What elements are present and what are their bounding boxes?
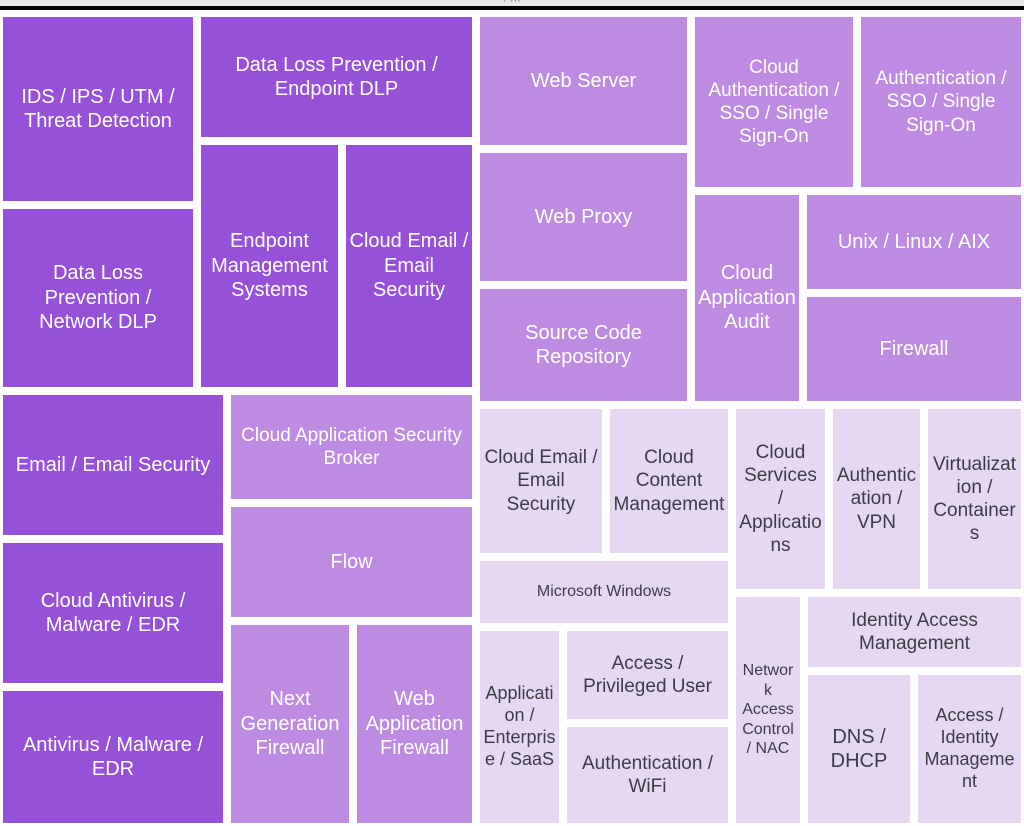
treemap-tile-data-loss-prevention-endpoint-dlp[interactable]: Data Loss Prevention / Endpoint DLP	[198, 14, 475, 140]
treemap-tile-label: Microsoft Windows	[536, 583, 672, 601]
treemap-tile-flow[interactable]: Flow	[228, 504, 475, 620]
treemap-tile-access-privileged-user[interactable]: Access / Privileged User	[564, 628, 731, 722]
treemap-tile-authentication-vpn[interactable]: Authentication / VPN	[830, 406, 923, 592]
treemap-tile-label: Cloud Content Management	[613, 447, 725, 515]
treemap-tile-web-server[interactable]: Web Server	[477, 14, 690, 148]
treemap-tile-email-email-security[interactable]: Email / Email Security	[0, 392, 226, 538]
treemap-tile-cloud-application-security-broker[interactable]: Cloud Application Security Broker	[228, 392, 475, 502]
treemap-tile-network-access-control-nac[interactable]: Network Access Control / NAC	[733, 594, 803, 826]
treemap-tile-label: Email / Email Security	[15, 453, 211, 476]
treemap-tile-label: Cloud Application Security Broker	[241, 424, 462, 469]
treemap-tile-identity-access-management[interactable]: Identity Access Management	[805, 594, 1024, 670]
treemap-tile-label: Cloud Email / Email Security	[349, 230, 469, 302]
treemap-tile-endpoint-management-systems[interactable]: Endpoint Management Systems	[198, 142, 341, 390]
treemap-tile-cloud-antivirus-malware-edr[interactable]: Cloud Antivirus / Malware / EDR	[0, 540, 226, 686]
treemap-tile-next-generation-firewall[interactable]: Next Generation Firewall	[228, 622, 352, 826]
treemap-tile-ids-ips-utm-threat-detection[interactable]: IDS / IPS / UTM / Threat Detection	[0, 14, 196, 204]
treemap-tile-microsoft-windows[interactable]: Microsoft Windows	[477, 558, 731, 626]
treemap-tile-cloud-services-applications[interactable]: Cloud Services / Applications	[733, 406, 828, 592]
treemap-tile-label: Network Access Control / NAC	[742, 662, 794, 758]
treemap-tile-label: Web Application Firewall	[365, 688, 464, 760]
treemap-tile-cloud-content-management[interactable]: Cloud Content Management	[607, 406, 731, 556]
treemap-tile-label: Web Proxy	[534, 205, 633, 228]
treemap-tile-firewall[interactable]: Firewall	[804, 294, 1024, 404]
treemap-tile-label: Identity Access Management	[851, 609, 978, 654]
treemap-tile-label: DNS / DHCP	[830, 725, 888, 772]
treemap-tile-label: Cloud Antivirus / Malware / EDR	[40, 589, 186, 636]
treemap-tile-label: Flow	[330, 550, 373, 573]
treemap-tile-cloud-application-audit[interactable]: Cloud Application Audit	[692, 192, 802, 404]
treemap-tile-web-proxy[interactable]: Web Proxy	[477, 150, 690, 284]
treemap-tile-label: Access / Identity Management	[924, 705, 1015, 791]
treemap-tile-web-application-firewall[interactable]: Web Application Firewall	[354, 622, 475, 826]
treemap-tile-authentication-wifi[interactable]: Authentication / WiFi	[564, 724, 731, 826]
treemap-tile-antivirus-malware-edr[interactable]: Antivirus / Malware / EDR	[0, 688, 226, 826]
treemap-tile-label: Web Server	[530, 69, 637, 92]
treemap-tile-virtualization-containers[interactable]: Virtualization / Containers	[925, 406, 1024, 592]
treemap-tile-label: Authentication / SSO / Single Sign-On	[875, 68, 1007, 136]
treemap-tile-label: Authentication / VPN	[836, 465, 917, 533]
window-chrome-strip: · ···	[0, 0, 1024, 10]
treemap-tile-label: Firewall	[879, 337, 949, 360]
treemap-tile-dns-dhcp[interactable]: DNS / DHCP	[805, 672, 913, 826]
treemap-tile-label: Authentication / WiFi	[582, 752, 713, 797]
treemap-tile-label: Next Generation Firewall	[240, 688, 340, 760]
treemap-tile-unix-linux-aix[interactable]: Unix / Linux / AIX	[804, 192, 1024, 292]
treemap-tile-label: Data Loss Prevention / Network DLP	[39, 262, 157, 334]
treemap-tile-label: Unix / Linux / AIX	[837, 230, 991, 253]
treemap-tile-source-code-repository[interactable]: Source Code Repository	[477, 286, 690, 404]
treemap-tile-label: Antivirus / Malware / EDR	[22, 733, 204, 780]
treemap-tile-label: Cloud Email / Email Security	[484, 447, 598, 515]
treemap-tile-authentication-sso-single-sign-on[interactable]: Authentication / SSO / Single Sign-On	[858, 14, 1024, 190]
treemap-tile-cloud-authentication-sso-single-sign-on[interactable]: Cloud Authentication / SSO / Single Sign…	[692, 14, 856, 190]
treemap-tile-label: Application / Enterprise / SaaS	[483, 683, 556, 769]
treemap-tile-label: IDS / IPS / UTM / Threat Detection	[21, 85, 175, 132]
treemap-tile-application-enterprise-saas[interactable]: Application / Enterprise / SaaS	[477, 628, 562, 826]
treemap-tile-label: Endpoint Management Systems	[211, 230, 328, 302]
treemap-tile-access-identity-management[interactable]: Access / Identity Management	[915, 672, 1024, 826]
treemap-tile-label: Access / Privileged User	[583, 652, 712, 697]
treemap-tile-label: Cloud Services / Applications	[739, 442, 822, 556]
treemap-tile-data-loss-prevention-network-dlp[interactable]: Data Loss Prevention / Network DLP	[0, 206, 196, 390]
treemap-tile-label: Data Loss Prevention / Endpoint DLP	[235, 53, 438, 100]
treemap-tile-label: Cloud Application Audit	[698, 262, 796, 334]
window-title: · ···	[503, 0, 521, 6]
treemap-tile-label: Cloud Authentication / SSO / Single Sign…	[708, 56, 840, 148]
treemap-tile-cloud-email-email-security[interactable]: Cloud Email / Email Security	[477, 406, 605, 556]
treemap-tile-cloud-email-email-security[interactable]: Cloud Email / Email Security	[343, 142, 475, 390]
treemap-tile-label: Virtualization / Containers	[932, 453, 1017, 545]
treemap-tile-label: Source Code Repository	[525, 321, 642, 368]
